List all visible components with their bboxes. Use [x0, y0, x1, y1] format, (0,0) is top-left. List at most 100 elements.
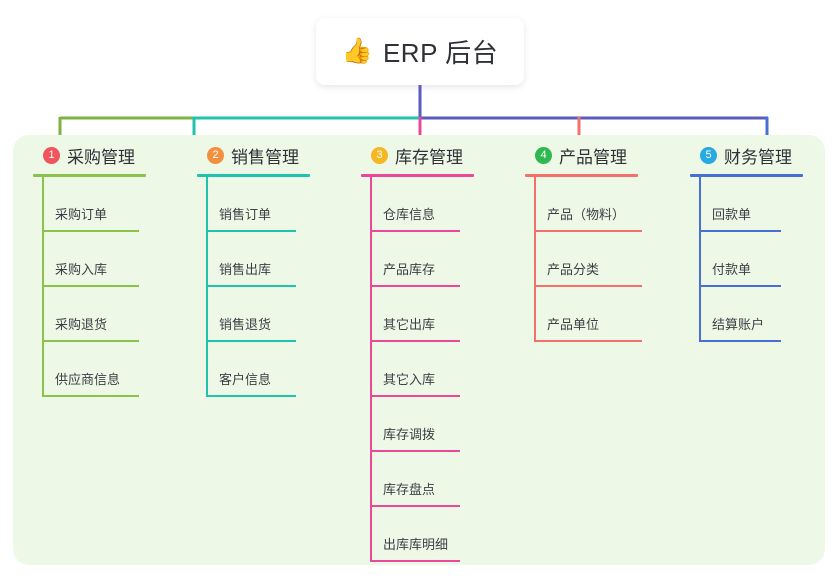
list-item[interactable]: 采购订单: [33, 177, 183, 232]
column-header-2[interactable]: 2 销售管理: [197, 142, 347, 168]
list-item-rule: [42, 230, 139, 232]
column-items-4: 产品（物料） 产品分类产品单位: [525, 177, 675, 342]
column-spine-3: [370, 177, 372, 562]
list-item-label: 结算账户: [712, 317, 765, 332]
list-item[interactable]: 其它入库: [361, 342, 511, 397]
column-items-2: 销售订单销售出库销售退货客户信息: [197, 177, 347, 397]
list-item-label: 采购订单: [55, 207, 108, 222]
list-item[interactable]: 出库库明细: [361, 507, 511, 562]
list-item-label: 付款单: [712, 262, 752, 277]
list-item-rule: [370, 450, 460, 452]
column-5: 5 财务管理回款单付款单结算账户: [690, 142, 839, 342]
list-item-label: 销售出库: [219, 262, 272, 277]
column-items-3: 仓库信息产品库存其它出库其它入库库存调拨库存盘点出库库明细: [361, 177, 511, 562]
list-item-label: 产品分类: [547, 262, 600, 277]
list-item-label: 仓库信息: [383, 207, 436, 222]
list-item-rule: [42, 340, 139, 342]
root-title: ERP 后台: [382, 38, 499, 68]
column-header-4[interactable]: 4 产品管理: [525, 142, 675, 168]
list-item-label: 采购入库: [55, 262, 108, 277]
list-item-rule: [370, 285, 460, 287]
list-item-label: 销售退货: [219, 317, 272, 332]
list-item-label: 供应商信息: [55, 372, 121, 387]
list-item-rule: [206, 230, 296, 232]
list-item-rule: [370, 395, 460, 397]
list-item-rule: [370, 230, 460, 232]
list-item-label: 出库库明细: [383, 537, 449, 552]
list-item-label: 产品（物料）: [547, 207, 626, 222]
column-badge-1: 1: [43, 146, 60, 164]
list-item-rule: [534, 230, 642, 232]
list-item[interactable]: 客户信息: [197, 342, 347, 397]
list-item[interactable]: 产品库存: [361, 232, 511, 287]
list-item-rule: [206, 285, 296, 287]
list-item-rule: [206, 340, 296, 342]
column-2: 2 销售管理销售订单销售出库销售退货客户信息: [197, 142, 347, 397]
column-items-5: 回款单付款单结算账户: [690, 177, 839, 342]
column-badge-4: 4: [535, 146, 552, 164]
list-item-rule: [534, 285, 642, 287]
column-header-3[interactable]: 3 库存管理: [361, 142, 511, 168]
column-rule-2: [197, 174, 310, 177]
list-item-rule: [370, 505, 460, 507]
list-item[interactable]: 回款单: [690, 177, 839, 232]
column-spine-2: [206, 177, 208, 397]
list-item[interactable]: 采购入库: [33, 232, 183, 287]
column-4: 4 产品管理产品（物料） 产品分类产品单位: [525, 142, 675, 342]
list-item-label: 回款单: [712, 207, 752, 222]
list-item-rule: [699, 340, 781, 342]
list-item-rule: [699, 230, 781, 232]
list-item[interactable]: 库存盘点: [361, 452, 511, 507]
list-item-rule: [534, 340, 642, 342]
list-item[interactable]: 库存调拨: [361, 397, 511, 452]
list-item[interactable]: 采购退货: [33, 287, 183, 342]
column-3: 3 库存管理仓库信息产品库存其它出库其它入库库存调拨库存盘点出库库明细: [361, 142, 511, 562]
column-spine-4: [534, 177, 536, 342]
list-item-rule: [42, 285, 139, 287]
list-item[interactable]: 结算账户: [690, 287, 839, 342]
column-spine-5: [699, 177, 701, 342]
list-item-label: 采购退货: [55, 317, 108, 332]
list-item-label: 销售订单: [219, 207, 272, 222]
list-item-label: 库存盘点: [383, 482, 436, 497]
column-badge-2: 2: [207, 146, 224, 164]
list-item-label: 其它入库: [383, 372, 436, 387]
column-badge-5: 5: [700, 146, 717, 164]
list-item[interactable]: 仓库信息: [361, 177, 511, 232]
list-item-rule: [370, 560, 460, 562]
list-item-label: 产品单位: [547, 317, 600, 332]
column-title-3: 库存管理: [395, 147, 463, 167]
column-title-2: 销售管理: [231, 147, 299, 167]
content-panel: [13, 135, 825, 565]
root-node[interactable]: 👍 ERP 后台: [316, 18, 524, 85]
column-rule-5: [690, 174, 803, 177]
list-item-rule: [42, 395, 139, 397]
column-title-4: 产品管理: [559, 147, 627, 167]
column-spine-1: [42, 177, 44, 397]
list-item[interactable]: 供应商信息: [33, 342, 183, 397]
list-item-label: 其它出库: [383, 317, 436, 332]
column-badge-3: 3: [371, 146, 388, 164]
list-item-label: 库存调拨: [383, 427, 436, 442]
list-item-rule: [206, 395, 296, 397]
column-rule-1: [33, 174, 146, 177]
list-item[interactable]: 产品（物料）: [525, 177, 675, 232]
list-item[interactable]: 销售退货: [197, 287, 347, 342]
list-item[interactable]: 其它出库: [361, 287, 511, 342]
list-item-rule: [699, 285, 781, 287]
thumbs-up-icon: 👍: [341, 37, 373, 65]
column-items-1: 采购订单采购入库采购退货供应商信息: [33, 177, 183, 397]
list-item-label: 产品库存: [383, 262, 436, 277]
list-item[interactable]: 销售出库: [197, 232, 347, 287]
column-title-5: 财务管理: [724, 147, 792, 167]
list-item[interactable]: 付款单: [690, 232, 839, 287]
list-item[interactable]: 产品单位: [525, 287, 675, 342]
list-item[interactable]: 产品分类: [525, 232, 675, 287]
column-rule-4: [525, 174, 638, 177]
list-item-label: 客户信息: [219, 372, 272, 387]
list-item[interactable]: 销售订单: [197, 177, 347, 232]
column-header-5[interactable]: 5 财务管理: [690, 142, 839, 168]
column-rule-3: [361, 174, 474, 177]
